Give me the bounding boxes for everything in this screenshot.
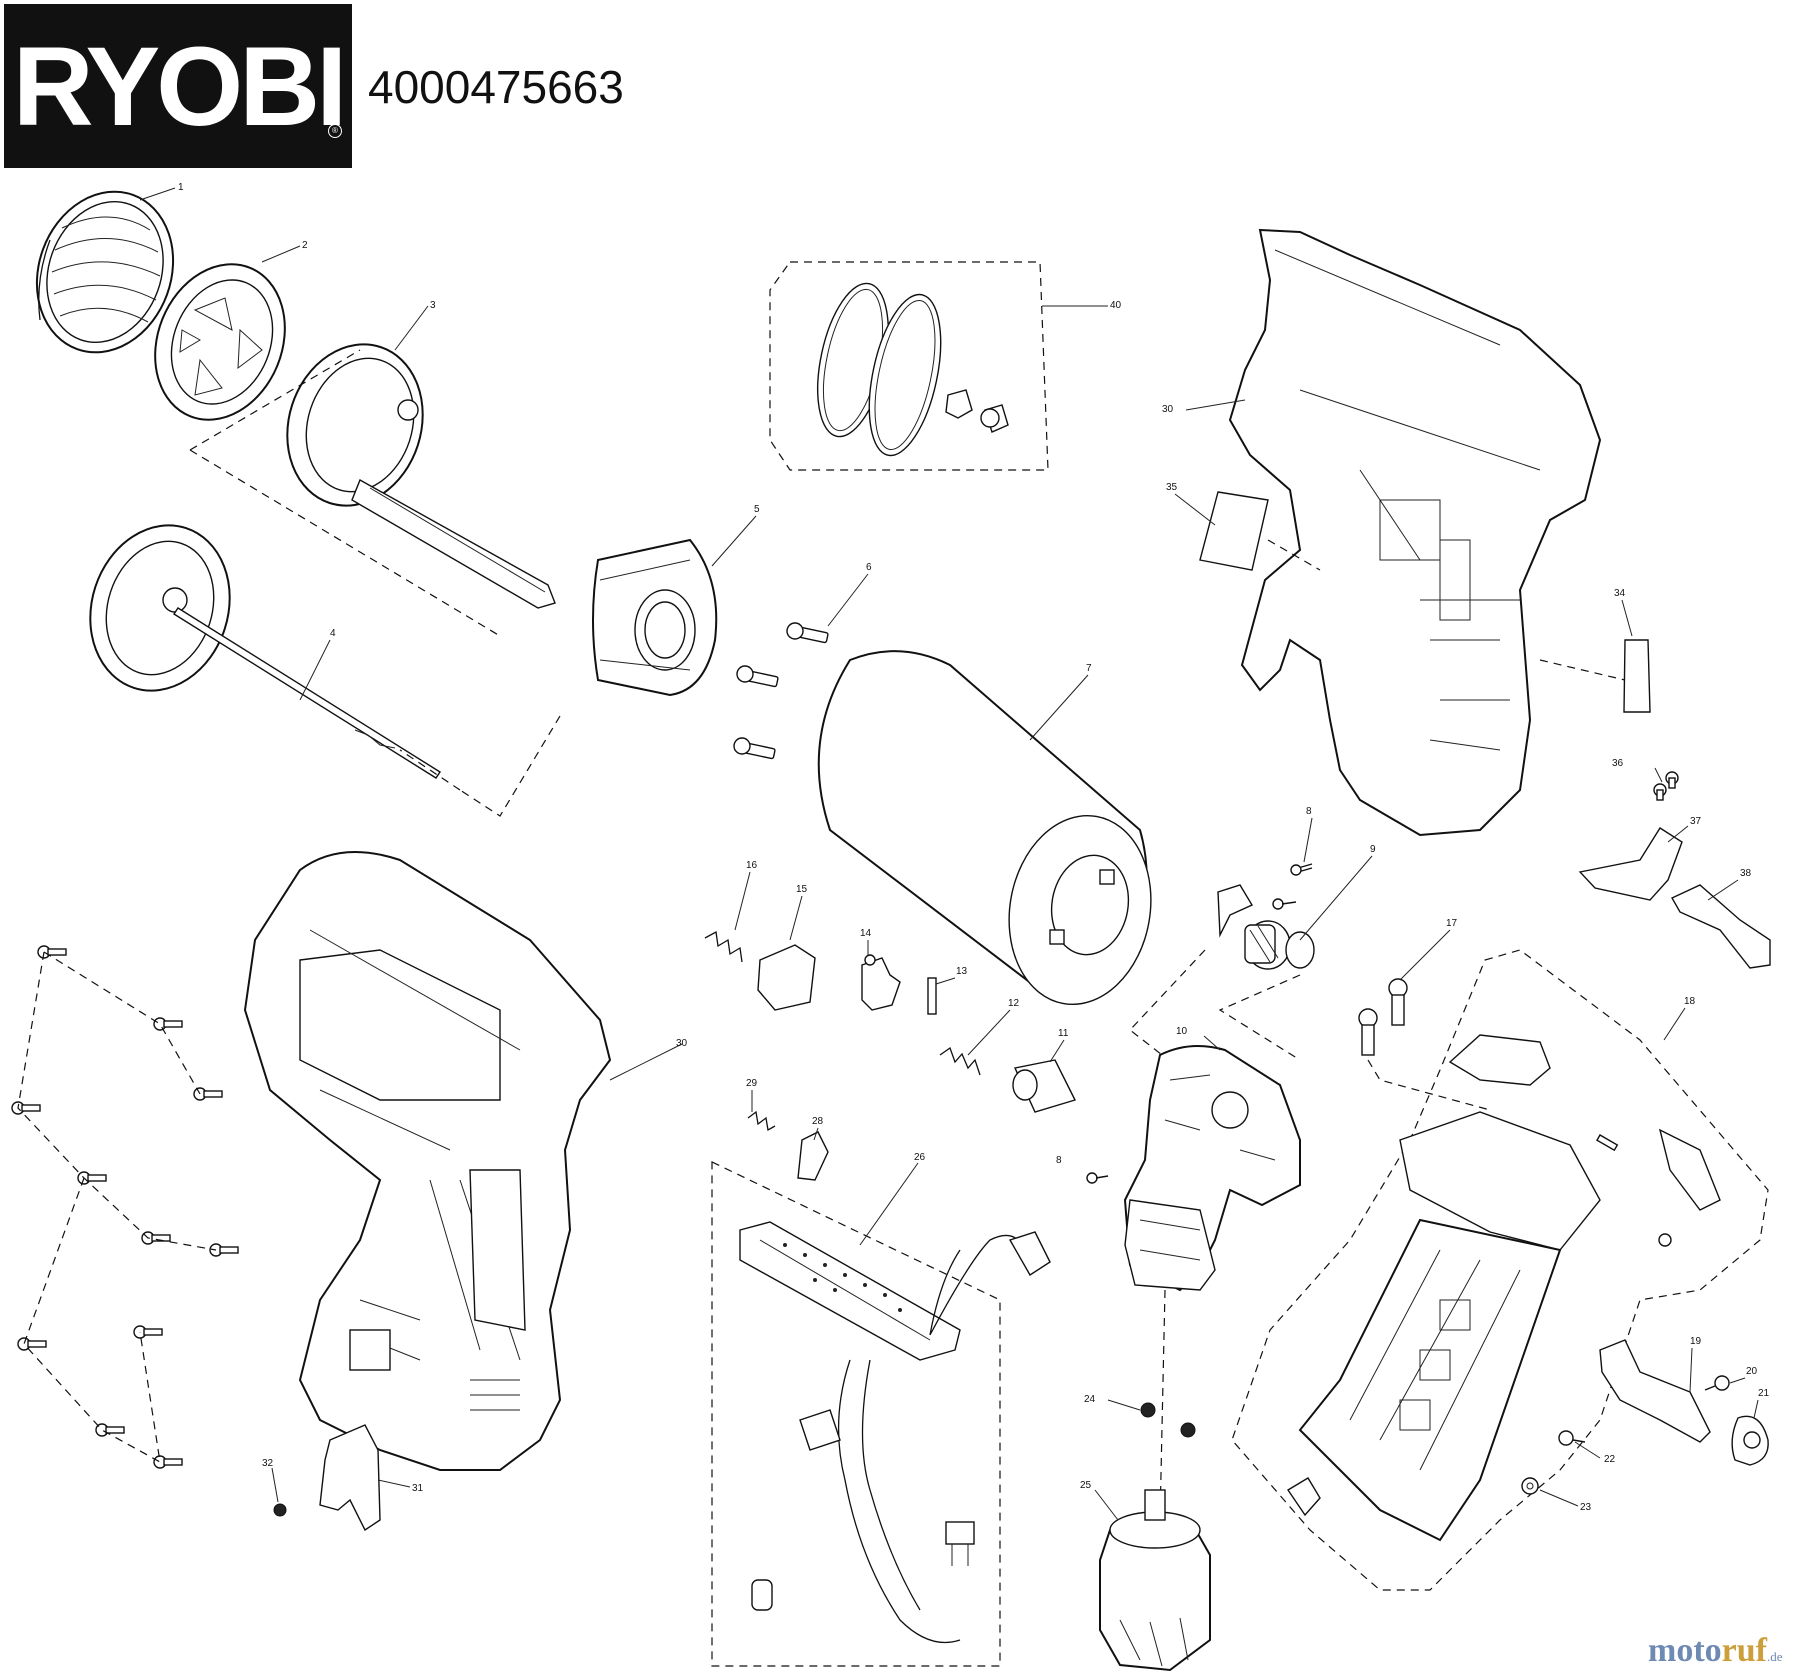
part-16-spring — [704, 930, 743, 963]
part-22-screw — [1558, 1430, 1586, 1446]
callout-35: 35 — [1166, 482, 1178, 493]
callout-12: 12 — [1008, 998, 1020, 1009]
part-30-housing-right — [1228, 228, 1602, 837]
callout-13: 13 — [956, 966, 968, 977]
callout-26: 26 — [914, 1152, 926, 1163]
part-38-bracket — [1671, 884, 1771, 969]
part-5-collar — [592, 538, 718, 697]
part-30-housing-left — [243, 851, 612, 1471]
watermark-part-c: .de — [1766, 1649, 1783, 1664]
watermark-part-b: ruf — [1721, 1632, 1767, 1669]
callout-1: 1 — [178, 182, 184, 193]
part-21-end-cap — [1731, 1415, 1769, 1466]
part-28-clip — [797, 1131, 829, 1181]
callout-25: 25 — [1080, 1480, 1092, 1491]
part-17-screws — [1358, 978, 1408, 1056]
callout-22: 22 — [1604, 1454, 1616, 1465]
callout-29: 29 — [746, 1078, 758, 1089]
part-37-bracket — [1578, 827, 1683, 901]
part-15-button — [757, 944, 816, 1011]
callout-9: 9 — [1370, 844, 1376, 855]
leader-lines — [139, 187, 1759, 1521]
callout-36: 36 — [1612, 758, 1624, 769]
callout-32: 32 — [262, 1458, 274, 1469]
callout-7: 7 — [1086, 663, 1092, 674]
part-11-sleeve — [1012, 1059, 1076, 1113]
callout-18: 18 — [1684, 996, 1696, 1007]
part-9-gear-assembly — [1217, 884, 1315, 970]
part-34-label — [1623, 639, 1651, 713]
part-31-trigger — [319, 1424, 381, 1532]
callout-20: 20 — [1746, 1366, 1758, 1377]
housing-screws — [11, 945, 239, 1469]
callout-28: 28 — [812, 1116, 824, 1127]
callout-19: 19 — [1690, 1336, 1702, 1347]
part-4-cap-rod — [89, 524, 441, 779]
callout-16: 16 — [746, 860, 758, 871]
callout-15: 15 — [796, 884, 808, 895]
callout-11: 11 — [1058, 1028, 1069, 1039]
callout-37: 37 — [1690, 816, 1702, 827]
part-32-screw — [273, 1503, 287, 1517]
watermark-part-a: moto — [1648, 1632, 1722, 1669]
callout-5: 5 — [754, 504, 760, 515]
callout-6: 6 — [866, 562, 872, 573]
part-13-pin — [927, 977, 937, 1015]
callout-3: 3 — [430, 300, 436, 311]
part-2-baffle-ring — [154, 263, 286, 421]
part-29-spring — [747, 1110, 776, 1132]
callout-30b: 30 — [676, 1038, 688, 1049]
callout-8b: 8 — [1056, 1155, 1062, 1166]
part-19-linkage — [1599, 1339, 1711, 1443]
callout-2: 2 — [302, 240, 308, 251]
brand-name: RYOBI — [12, 23, 348, 149]
motoruf-watermark: motoruf.de — [1648, 1632, 1783, 1670]
part-25-motor — [1099, 1489, 1211, 1672]
callout-38: 38 — [1740, 868, 1752, 879]
part-6-screws — [733, 622, 829, 760]
part-18-magazine-nose — [1231, 949, 1769, 1591]
part-36-screws — [1653, 771, 1679, 801]
part-10-gearbox-housing — [1123, 1045, 1301, 1292]
part-12-spring — [939, 1046, 981, 1076]
callout-21: 21 — [1758, 1388, 1770, 1399]
part-14-latch — [861, 954, 901, 1011]
part-26-control-board — [711, 1161, 1051, 1667]
callout-24: 24 — [1084, 1394, 1096, 1405]
callout-labels: 1 2 3 4 5 6 7 8 8 9 10 11 12 13 14 15 16… — [178, 182, 1770, 1513]
model-number: 4000475663 — [368, 61, 624, 113]
part-3-end-cap-rack — [286, 343, 556, 609]
part-1-vent-grille — [35, 190, 175, 354]
part-35-label — [1199, 491, 1269, 571]
part-20-bolt — [1704, 1375, 1730, 1391]
part-7-canister — [817, 650, 1152, 1006]
callout-8a: 8 — [1306, 806, 1312, 817]
part-8-screws — [1086, 863, 1313, 1184]
callout-31: 31 — [412, 1483, 424, 1494]
callout-34: 34 — [1614, 588, 1626, 599]
callout-30a: 30 — [1162, 404, 1174, 415]
part-40-seal-kit — [769, 261, 1049, 471]
registered-mark-icon: ® — [328, 124, 342, 138]
callout-17: 17 — [1446, 918, 1458, 929]
callout-14: 14 — [860, 928, 872, 939]
callout-4: 4 — [330, 628, 336, 639]
part-23-washer — [1521, 1477, 1539, 1495]
part-24-screws — [1140, 1402, 1196, 1438]
ryobi-logo: RYOBI ® — [4, 4, 352, 168]
callout-23: 23 — [1580, 1502, 1592, 1513]
callout-10: 10 — [1176, 1026, 1188, 1037]
callout-40: 40 — [1110, 300, 1122, 311]
